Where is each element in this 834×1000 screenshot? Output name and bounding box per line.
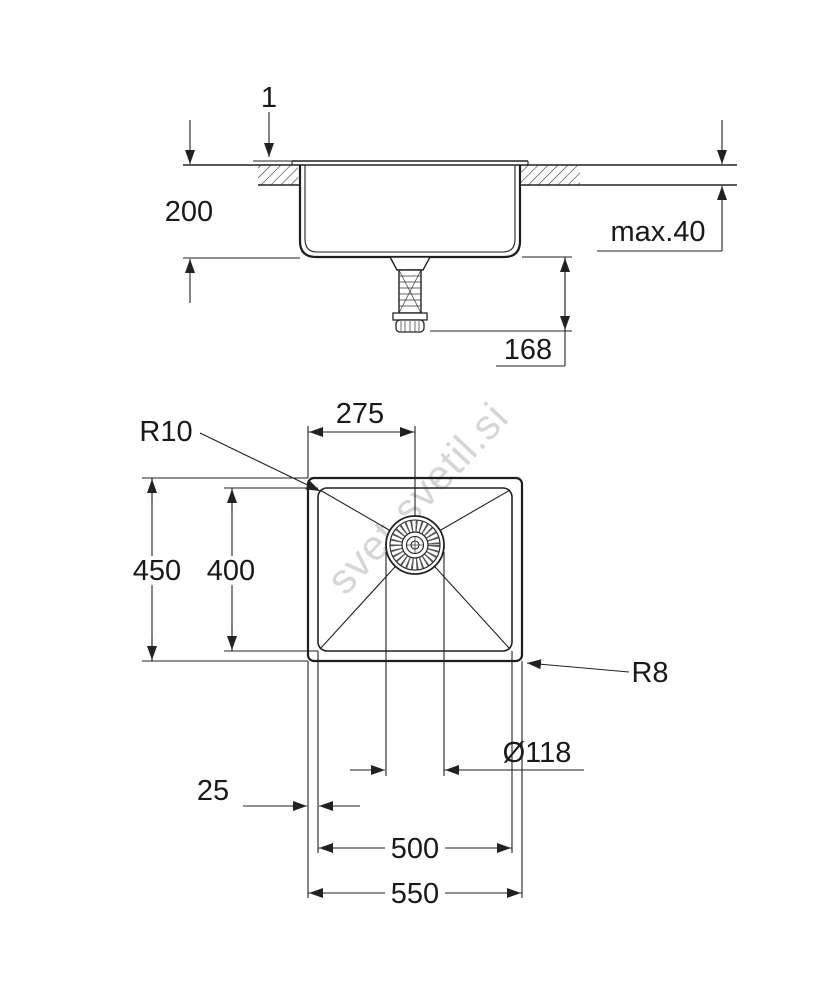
dim-corner-radius-inner: R10 — [139, 416, 321, 492]
dim-550-label: 550 — [391, 878, 439, 910]
countertop-hatch-right — [520, 165, 580, 185]
dim-drain-height-label: 168 — [504, 334, 552, 366]
dim-edge-offset: 25 — [197, 775, 360, 811]
drain-flange — [388, 256, 432, 271]
drain-knurl-lines — [400, 321, 420, 332]
drain-nut — [392, 312, 428, 321]
strainer-perforation-ring — [390, 520, 440, 570]
dim-400-label: 400 — [207, 555, 255, 587]
dim-bowl-depth-label: 200 — [165, 196, 213, 228]
dim-corner-radius-outer: R8 — [526, 657, 669, 689]
dim-inner-width: 500 — [318, 833, 512, 865]
dim-r8-label: R8 — [631, 657, 668, 689]
dim-depths: 450 400 — [128, 477, 318, 662]
dim-275-label: 275 — [336, 398, 384, 430]
dim-counter-thickness: max.40 — [597, 120, 727, 252]
drain-pipe-threads — [398, 269, 422, 314]
dim-rim-height-label: 1 — [261, 82, 277, 114]
dim-counter-thickness-label: max.40 — [610, 216, 705, 248]
sink-outer-rim — [306, 476, 524, 663]
sink-inner-bowl-edge — [317, 487, 513, 652]
countertop-hatch-left — [258, 165, 298, 185]
drain-assembly — [388, 256, 432, 333]
dim-drain-offset: 275 — [307, 398, 415, 478]
dim-drain-diameter: Ø118 — [350, 552, 584, 776]
bowl-inner-wall — [304, 165, 516, 253]
dim-drain-height: 168 — [430, 256, 572, 367]
dim-118-label: Ø118 — [503, 737, 572, 769]
countertop-section — [183, 164, 737, 186]
dim-bowl-depth: 200 — [165, 120, 300, 303]
dim-rim-height: 1 — [253, 82, 292, 162]
dim-500-label: 500 — [391, 833, 439, 865]
plan-extension-lines — [307, 651, 523, 898]
dim-25-label: 25 — [197, 775, 229, 807]
section-view: 1 200 max.40 168 — [165, 82, 737, 367]
dim-450-label: 450 — [133, 555, 181, 587]
dim-outer-width: 550 — [308, 878, 522, 910]
drain-strainer — [385, 515, 445, 575]
sink-bowl-section — [291, 160, 529, 259]
bowl-outer-wall — [298, 165, 522, 259]
plan-view: R10 275 450 400 — [128, 398, 669, 910]
dim-r10-label: R10 — [139, 416, 192, 448]
